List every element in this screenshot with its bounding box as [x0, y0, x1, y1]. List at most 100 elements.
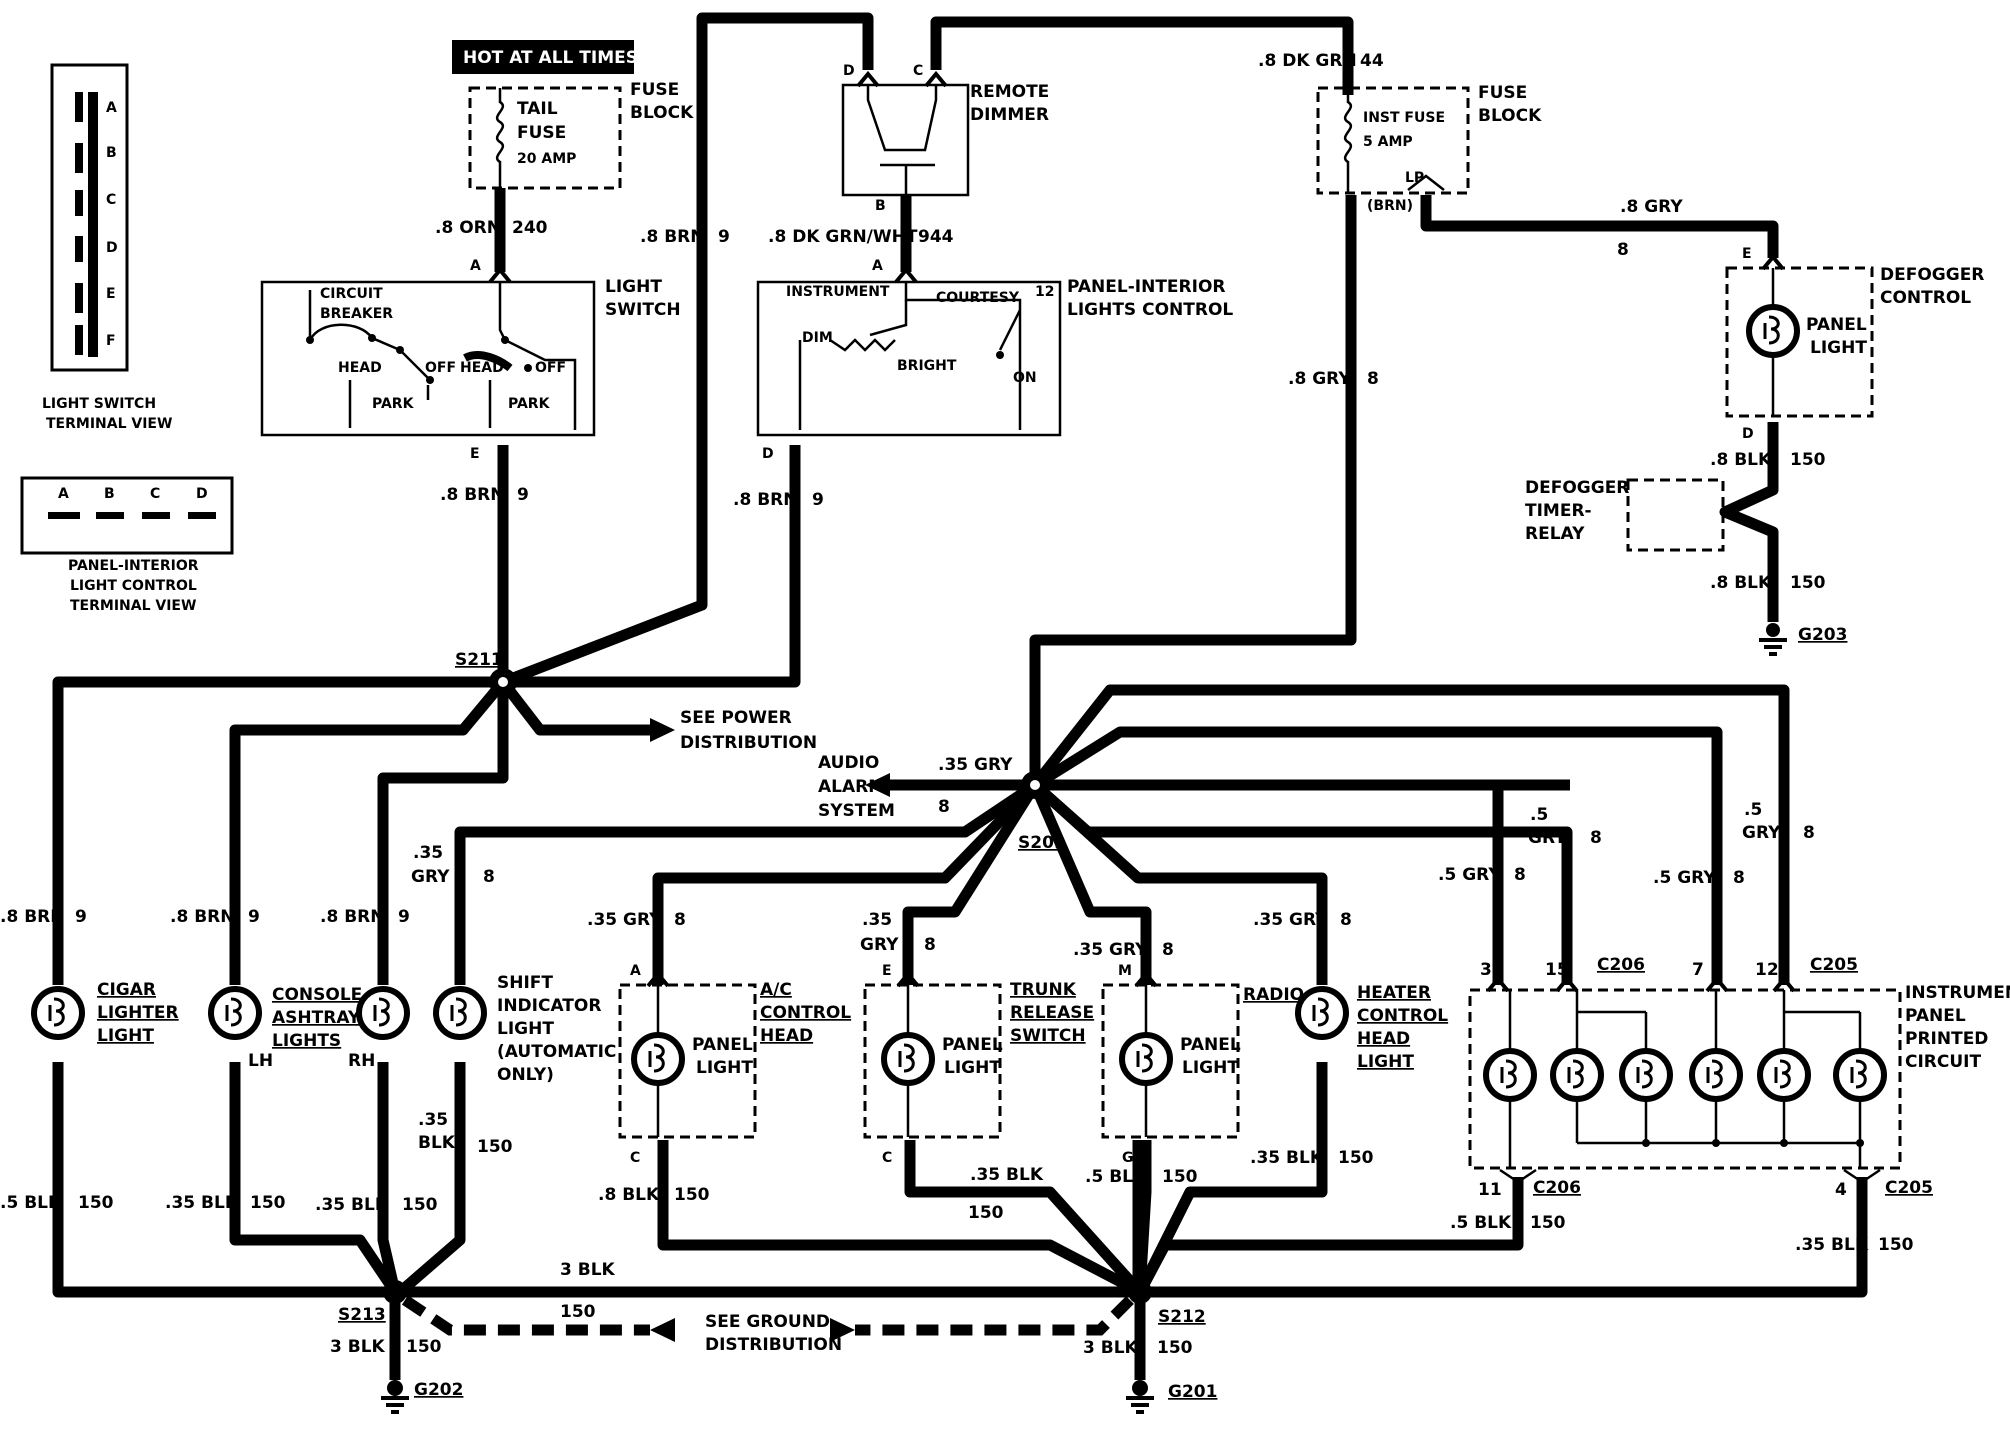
- ls-off-2: OFF: [535, 360, 566, 376]
- ip-label-4: CIRCUIT: [1905, 1052, 1981, 1072]
- ip4-bot-gauge: .35 BLK: [1795, 1235, 1869, 1255]
- trunk-bot-gauge: .35 BLK: [970, 1165, 1044, 1185]
- trunk-panel-light-1: PANEL: [942, 1035, 1003, 1055]
- g202-circuit: 150: [406, 1337, 442, 1357]
- pi-term-a: A: [58, 486, 69, 502]
- console-rh: RH: [348, 1051, 375, 1071]
- ls-off-1: OFF: [425, 360, 456, 376]
- radio-top-gauge: .35 GRY: [1073, 940, 1148, 960]
- ls-park-2: PARK: [508, 396, 551, 412]
- radio-pin-m: M: [1118, 963, 1132, 979]
- pi-pin-12: 12: [1035, 284, 1054, 300]
- cigar-top-circuit: 9: [75, 907, 87, 927]
- circuit-breaker-1: CIRCUIT: [320, 286, 383, 302]
- wires: [52, 12, 1868, 1380]
- see-ground-2: DISTRIBUTION: [705, 1335, 842, 1355]
- rh-top-circuit: 9: [398, 907, 410, 927]
- hot-label: HOT AT ALL TIMES: [463, 48, 638, 68]
- rd-pin-d: D: [843, 63, 855, 79]
- shift-bot-gauge-1: .35: [418, 1110, 448, 1130]
- ground-dist-circuit: 150: [560, 1302, 596, 1322]
- ip-lamp-icon-6: [1836, 1051, 1884, 1099]
- radio-pin-g: G: [1122, 1150, 1134, 1166]
- ls-pin-e: E: [470, 446, 480, 462]
- tail-fuse-rating: 20 AMP: [517, 151, 576, 167]
- remote-dimmer: D C B: [841, 63, 970, 214]
- heater-label-3: HEAD: [1357, 1029, 1410, 1049]
- console-label-2: ASHTRAY: [272, 1008, 361, 1028]
- audio-alarm-3: SYSTEM: [818, 801, 895, 821]
- console-label-3: LIGHTS: [272, 1031, 341, 1051]
- remote-dimmer-title-2: DIMMER: [970, 105, 1049, 125]
- ip-lamp-icon-4: [1692, 1051, 1740, 1099]
- ip12-top-circuit: 8: [1803, 823, 1815, 843]
- ip4-bot-circuit: 150: [1878, 1235, 1914, 1255]
- shift-bot-circuit: 150: [477, 1137, 513, 1157]
- ip-pin-7: 7: [1692, 960, 1704, 980]
- circuit-breaker-2: BREAKER: [320, 306, 393, 322]
- console-top-circuit: 9: [248, 907, 260, 927]
- ip15-top-gauge-1: .5: [1530, 805, 1548, 825]
- g203-ground-icon: [1757, 638, 1789, 656]
- console-label-1: CONSOLE: [272, 985, 362, 1005]
- load-wire-labels: .8 BRN 9 .8 BRN 9 .8 BRN 9 .35 GRY 8 .35…: [0, 800, 1914, 1358]
- ls-term-c: C: [106, 192, 116, 208]
- trunk-label-3: SWITCH: [1010, 1026, 1086, 1046]
- console-top-gauge: .8 BRN: [170, 907, 234, 927]
- g202-gauge: 3 BLK: [330, 1337, 386, 1357]
- ip15-top-gauge-2: GRY: [1528, 828, 1567, 848]
- audio-alarm-1: AUDIO: [818, 753, 879, 773]
- g201-label: G201: [1168, 1382, 1217, 1402]
- ip11-bot-gauge: .5 BLK: [1450, 1213, 1512, 1233]
- cigar-top-gauge: .8 BRN: [0, 907, 64, 927]
- pi-courtesy: COURTESY: [936, 290, 1020, 306]
- pi-bright: BRIGHT: [897, 358, 957, 374]
- inst-fuse-lp: LP: [1405, 170, 1424, 186]
- audio-circuit: 8: [938, 797, 950, 817]
- w150-def2-circuit: 150: [1790, 573, 1826, 593]
- heater-lamp-icon: [1298, 989, 1346, 1037]
- defogger-panel-light-1: PANEL: [1806, 315, 1867, 335]
- heater-label-1: HEATER: [1357, 983, 1431, 1003]
- w240-circuit: 240: [512, 218, 548, 238]
- ip12-top-gauge-1: .5: [1744, 800, 1762, 820]
- ip-pin-4: 4: [1835, 1180, 1847, 1200]
- ls-pin-a: A: [470, 258, 481, 274]
- loads: CIGAR LIGHTER LIGHT CONSOLE ASHTRAY LIGH…: [34, 955, 2010, 1200]
- inst-fuse-label: INST FUSE: [1363, 110, 1445, 126]
- pi-term-title-1: PANEL-INTERIOR: [68, 558, 199, 574]
- tail-fuse-label-2: FUSE: [517, 123, 566, 143]
- radio-lamp-icon: [1122, 1035, 1170, 1083]
- w240-gauge: .8 ORN: [435, 218, 501, 238]
- trunk-panel-light-2: LIGHT: [944, 1058, 1001, 1078]
- cigar-label-1: CIGAR: [97, 980, 156, 1000]
- w9-e-circuit: 9: [517, 485, 529, 505]
- arrows: [650, 718, 890, 1342]
- shift-top-gauge-2: GRY: [411, 867, 450, 887]
- heater-label-4: LIGHT: [1357, 1052, 1414, 1072]
- trunk-top-gauge-1: .35: [862, 910, 892, 930]
- shift-label-2: INDICATOR: [497, 996, 601, 1016]
- w944-circuit: 944: [918, 227, 954, 247]
- pi-term-b: B: [104, 486, 115, 502]
- ip-lamp-icon-5: [1760, 1051, 1808, 1099]
- cigar-bot-gauge: .5 BLK: [0, 1193, 62, 1213]
- pi-term-c: C: [150, 486, 160, 502]
- g201-ground-icon: [1124, 1396, 1156, 1414]
- audio-alarm-2: ALARM: [818, 777, 885, 797]
- s209-label: S209: [1018, 833, 1066, 853]
- trunk-top-gauge-2: GRY: [860, 935, 899, 955]
- g201-circuit: 150: [1157, 1338, 1193, 1358]
- shift-label-4: (AUTOMATIC: [497, 1042, 616, 1062]
- g203-label: G203: [1798, 625, 1847, 645]
- pi-term-title-3: TERMINAL VIEW: [70, 598, 196, 614]
- ls-term-b: B: [106, 145, 117, 161]
- trunk-top-circuit: 8: [924, 935, 936, 955]
- g201-ground: G201: [1124, 1380, 1217, 1414]
- ip-lamp-icon-3: [1622, 1051, 1670, 1099]
- light-switch-title-1: LIGHT: [605, 277, 662, 297]
- pi-instrument: INSTRUMENT: [786, 284, 890, 300]
- inst-fuse-brn: (BRN): [1367, 198, 1413, 214]
- remote-dimmer-title-1: REMOTE: [970, 82, 1049, 102]
